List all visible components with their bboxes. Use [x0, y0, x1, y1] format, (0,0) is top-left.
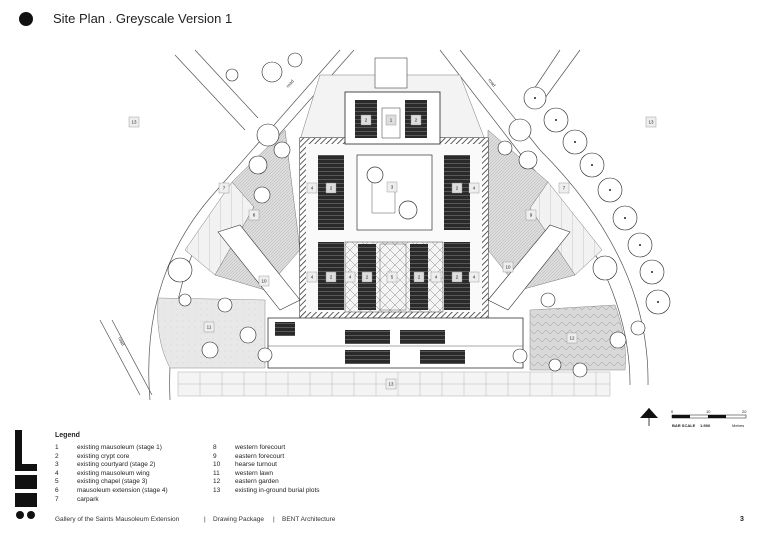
svg-text:BAR SCALE: BAR SCALE — [672, 423, 696, 428]
bent-logo-icon — [15, 430, 37, 519]
svg-text:10: 10 — [505, 265, 511, 270]
svg-text:4: 4 — [311, 275, 314, 280]
svg-text:2: 2 — [365, 118, 368, 123]
svg-text:4: 4 — [349, 275, 352, 280]
svg-text:7: 7 — [563, 186, 566, 191]
svg-text:2: 2 — [330, 186, 333, 191]
svg-text:4: 4 — [473, 275, 476, 280]
svg-text:9: 9 — [530, 213, 533, 218]
svg-text:2: 2 — [418, 275, 421, 280]
svg-text:10: 10 — [706, 409, 711, 414]
svg-text:13: 13 — [388, 382, 394, 387]
title-bullet — [19, 12, 33, 26]
entry-portico — [374, 57, 408, 89]
svg-text:2: 2 — [456, 186, 459, 191]
road-labels: road road road — [117, 78, 497, 347]
page-title: Site Plan . Greyscale Version 1 — [53, 11, 233, 26]
svg-text:2: 2 — [415, 118, 418, 123]
legend-title: Legend — [55, 432, 80, 439]
svg-text:10: 10 — [261, 279, 267, 284]
svg-text:7: 7 — [223, 186, 226, 191]
svg-text:road: road — [285, 78, 295, 88]
svg-text:12: 12 — [569, 336, 575, 341]
svg-text:4: 4 — [435, 275, 438, 280]
svg-text:road: road — [117, 336, 126, 347]
south-arcade — [267, 317, 524, 369]
svg-text:Metres: Metres — [732, 423, 744, 428]
svg-text:1:500: 1:500 — [700, 423, 711, 428]
svg-text:5: 5 — [391, 275, 394, 280]
north-arrow-icon — [640, 408, 658, 426]
footer-firm: BENT Architecture — [282, 516, 336, 523]
svg-text:2: 2 — [456, 275, 459, 280]
svg-text:4: 4 — [311, 186, 314, 191]
footer-separator: | — [204, 516, 206, 523]
svg-text:20: 20 — [742, 409, 747, 414]
trees — [167, 52, 671, 378]
page-number: 3 — [740, 516, 744, 523]
svg-text:road: road — [487, 78, 497, 89]
svg-text:2: 2 — [330, 275, 333, 280]
footer-separator: | — [273, 516, 275, 523]
svg-text:1: 1 — [390, 118, 393, 123]
plan-number-tags: 1 2 2 2 2 2 2 2 2 3 4 4 4 4 4 4 5 7 7 8 … — [128, 114, 657, 390]
svg-text:11: 11 — [207, 325, 212, 330]
svg-text:8: 8 — [253, 213, 256, 218]
existing-courtyard — [356, 154, 433, 231]
svg-text:0: 0 — [671, 409, 674, 414]
svg-text:2: 2 — [366, 275, 369, 280]
svg-text:13: 13 — [648, 120, 654, 125]
western-lawn — [157, 297, 266, 369]
scale-bar: 0 10 20 BAR SCALE 1:500 Metres — [671, 409, 747, 428]
hearse-turnout-east — [487, 224, 571, 311]
footer-project: Gallery of the Saints Mausoleum Extensio… — [55, 516, 180, 523]
svg-text:4: 4 — [473, 186, 476, 191]
footer-package: Drawing Package — [213, 516, 264, 523]
svg-text:13: 13 — [131, 120, 137, 125]
svg-text:3: 3 — [391, 185, 394, 190]
